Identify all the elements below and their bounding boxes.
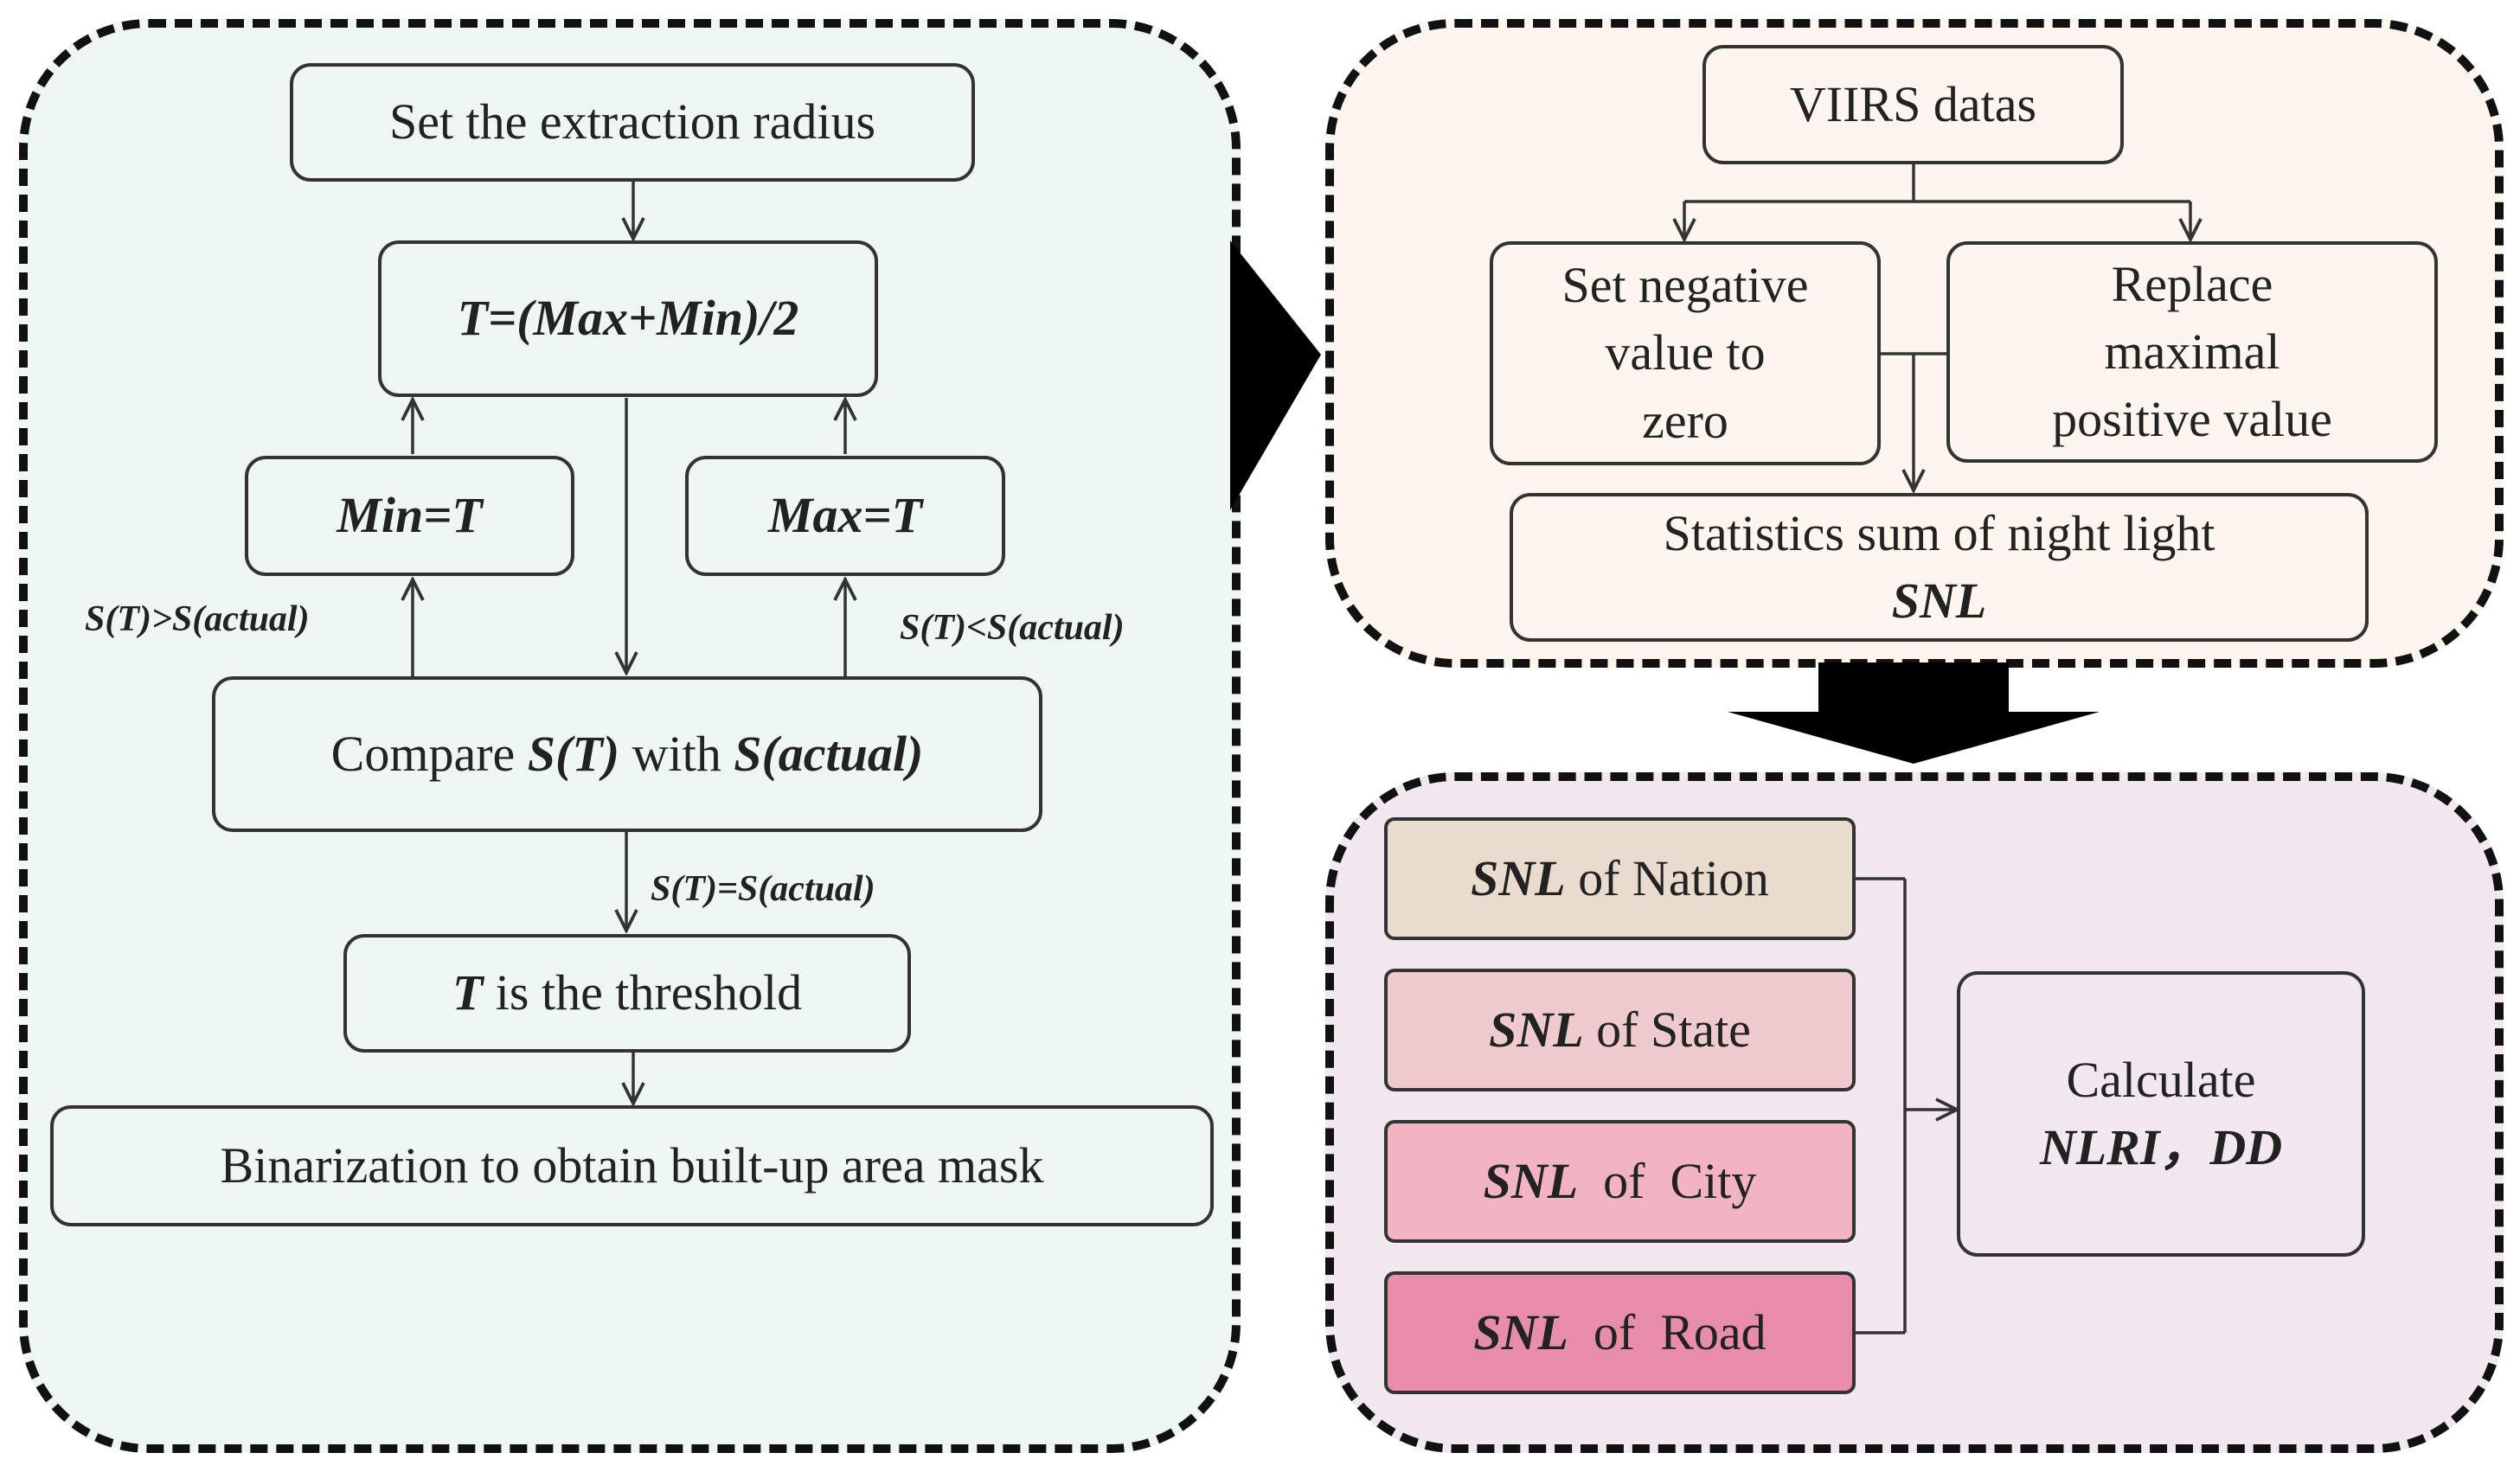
compare-term1: S(T) xyxy=(527,725,620,782)
set-radius-text: Set the extraction radius xyxy=(388,93,876,150)
snl-level-text: SNL of Nation xyxy=(1471,845,1769,912)
max-update-text: Max=T xyxy=(767,487,923,544)
compare-middle: with xyxy=(619,725,734,782)
big-arrow-down xyxy=(1728,662,2100,764)
viirs-box: VIIRS datas xyxy=(1702,45,2124,164)
snl-level-term: SNL xyxy=(1471,849,1566,906)
statistics-text: Statistics sum of night light xyxy=(1663,504,2215,561)
calculate-label: Calculate xyxy=(2066,1051,2256,1108)
threshold-text: T is the threshold xyxy=(452,959,802,1027)
condition-greater-label: S(T)>S(actual) xyxy=(85,599,310,639)
binarization-text: Binarization to obtain built-up area mas… xyxy=(220,1136,1044,1194)
snl-level-term: SNL xyxy=(1473,1303,1568,1360)
set-negative-line-1: Set negative xyxy=(1561,257,1809,314)
replace-max-line-1: Replace xyxy=(2111,255,2273,312)
max-update-box: Max=T xyxy=(685,456,1005,576)
statistics-box: Statistics sum of night light SNL xyxy=(1510,493,2369,642)
set-negative-box: Set negative value to zero xyxy=(1490,241,1881,465)
condition-equal-label: S(T)=S(actual) xyxy=(651,869,875,909)
min-update-text: Min=T xyxy=(337,487,483,544)
threshold-var: T xyxy=(452,964,484,1021)
replace-max-box: Replace maximal positive value xyxy=(1946,241,2438,463)
viirs-text: VIIRS datas xyxy=(1789,75,2037,132)
set-negative-line-3: zero xyxy=(1642,392,1728,449)
snl-level-box: SNL of Road xyxy=(1384,1271,1856,1394)
compare-term2: S(actual) xyxy=(734,725,924,782)
snl-level-text: SNL of Road xyxy=(1473,1299,1766,1366)
threshold-formula-box: T=(Max+Min)/2 xyxy=(378,240,878,397)
replace-max-line-3: positive value xyxy=(2052,391,2332,448)
snl-level-box: SNL of City xyxy=(1384,1120,1856,1243)
snl-level-suffix: of City xyxy=(1578,1152,1757,1209)
snl-level-suffix: of Nation xyxy=(1565,849,1769,906)
threshold-box: T is the threshold xyxy=(343,934,911,1053)
calculate-terms: NLRI，DD xyxy=(2039,1119,2283,1175)
condition-less-label: S(T)<S(actual) xyxy=(900,608,1125,648)
snl-level-box: SNL of State xyxy=(1384,969,1856,1091)
replace-max-line-2: maximal xyxy=(2104,323,2280,380)
snl-level-suffix: of State xyxy=(1583,1001,1751,1058)
min-update-box: Min=T xyxy=(245,456,574,576)
snl-level-text: SNL of City xyxy=(1484,1148,1757,1215)
snl-level-term: SNL xyxy=(1489,1001,1584,1058)
compare-box: Compare S(T) with S(actual) xyxy=(212,676,1042,832)
threshold-formula-text: T=(Max+Min)/2 xyxy=(457,290,799,347)
snl-level-text: SNL of State xyxy=(1489,996,1751,1064)
threshold-rest: is the threshold xyxy=(483,964,803,1021)
snl-level-suffix: of Road xyxy=(1568,1303,1767,1360)
snl-level-box: SNL of Nation xyxy=(1384,817,1856,940)
snl-level-term: SNL xyxy=(1483,1152,1579,1209)
binarization-box: Binarization to obtain built-up area mas… xyxy=(50,1105,1214,1226)
set-radius-box: Set the extraction radius xyxy=(290,63,975,182)
big-arrow-right xyxy=(1230,240,1321,510)
compare-text: Compare S(T) with S(actual) xyxy=(331,720,924,788)
statistics-term: SNL xyxy=(1891,573,1987,629)
calculate-box: Calculate NLRI，DD xyxy=(1957,971,2365,1257)
compare-prefix: Compare xyxy=(330,725,528,782)
set-negative-line-2: value to xyxy=(1605,324,1766,381)
